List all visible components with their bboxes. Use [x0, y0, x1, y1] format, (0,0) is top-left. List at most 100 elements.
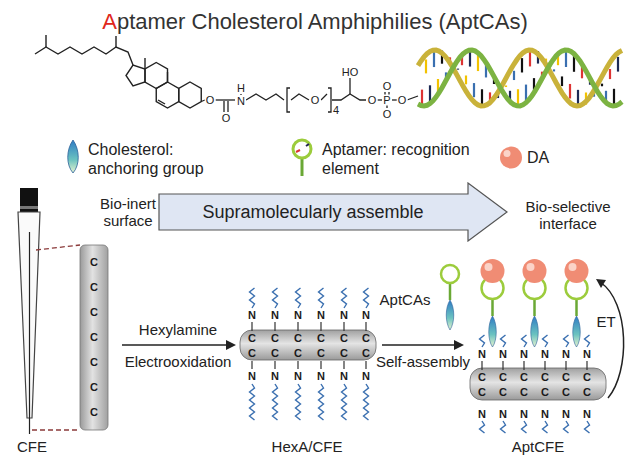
zoom-line	[32, 429, 80, 430]
bond	[377, 99, 382, 100]
bond	[349, 78, 350, 94]
methyl	[167, 72, 168, 82]
alkyl-chain	[543, 335, 548, 347]
atom-label: C	[90, 307, 98, 318]
cholesterol-anchor	[489, 316, 497, 347]
dna-strand	[418, 50, 622, 106]
structure-label: O	[367, 95, 378, 106]
aptamer-stem	[533, 300, 536, 316]
dopamine-sphere	[481, 259, 505, 283]
atom-label: C	[541, 387, 549, 398]
base-tick	[505, 85, 507, 87]
text-label: ET	[596, 313, 615, 330]
base-tick	[569, 84, 571, 99]
aptamer-stem	[491, 300, 494, 316]
structure-label: O	[397, 95, 408, 106]
alkyl-chain	[480, 335, 485, 347]
structure-label: 4	[332, 105, 340, 116]
linker-chain	[201, 78, 418, 112]
fiber-cylinder	[80, 245, 108, 430]
base-tick	[553, 69, 555, 71]
side-chain	[35, 47, 133, 65]
base-tick	[306, 144, 309, 146]
bond	[227, 101, 228, 112]
bond	[223, 101, 224, 112]
atom-label: N	[541, 409, 549, 420]
text-label: Electrooxidation	[125, 353, 232, 370]
electrode-band	[20, 206, 38, 209]
hexa-rod	[240, 330, 376, 360]
base-tick	[296, 150, 300, 152]
atom-label: C	[317, 348, 325, 359]
atom-label: C	[520, 387, 528, 398]
base-tick	[465, 75, 467, 84]
bond	[586, 361, 587, 370]
atom-label: N	[583, 409, 591, 420]
atom-label: N	[317, 310, 325, 321]
alkyl-chain	[564, 335, 569, 347]
legend-text: Cholesterol: anchoring group	[88, 140, 213, 178]
alkyl-chain	[296, 384, 301, 420]
bond	[291, 94, 309, 100]
alkyl-chain	[273, 384, 278, 420]
alkyl-chain	[319, 288, 324, 308]
structure-label: O	[310, 95, 321, 106]
cholesterol-anchor	[531, 316, 539, 347]
base-tick	[521, 58, 523, 72]
bond	[251, 361, 252, 369]
atom-label: N	[317, 371, 325, 382]
atom-label: N	[362, 371, 370, 382]
bond	[251, 322, 252, 331]
atom-label: N	[541, 349, 549, 360]
base-tick	[473, 83, 475, 97]
bond	[343, 322, 344, 331]
text-label: Bio-selective interface	[512, 198, 624, 233]
atom-label: C	[294, 333, 302, 344]
arrow-line	[122, 344, 228, 346]
alkyl-chain	[543, 421, 548, 433]
atom-label: C	[478, 387, 486, 398]
alkyl-chain	[480, 421, 485, 433]
hexylamine-chains	[250, 288, 590, 433]
atom-label: C	[340, 348, 348, 359]
base-tick	[617, 57, 619, 72]
atom-label: N	[478, 349, 486, 360]
atom-label: N	[499, 409, 507, 420]
atom-label: C	[499, 387, 507, 398]
alkyl-chain	[364, 288, 369, 308]
alkyl-chain	[585, 335, 590, 347]
atom-label: N	[294, 310, 302, 321]
dna-helix	[418, 50, 622, 106]
text-label: Self-assembly	[376, 353, 470, 370]
legend-text: Aptamer: recognition element	[322, 140, 487, 178]
sphere-highlight	[485, 263, 493, 271]
bond	[565, 361, 566, 370]
aptamer-stem	[449, 284, 452, 300]
atom-label: N	[478, 409, 486, 420]
structure-label: O	[382, 109, 393, 120]
cholesterol-structure	[35, 35, 201, 108]
bond	[274, 322, 275, 331]
cholesterol-icon	[68, 140, 79, 173]
atom-label: C	[248, 348, 256, 359]
alkyl-chain	[273, 288, 278, 308]
atom-label: C	[562, 387, 570, 398]
structure-label: O	[382, 81, 393, 92]
atom-label: C	[362, 348, 370, 359]
atom-label: C	[362, 333, 370, 344]
aptamer-stem	[575, 300, 578, 316]
bond	[481, 361, 482, 370]
arrow-text: Supramolecularly assemble	[158, 194, 468, 230]
atom-label: C	[541, 372, 549, 383]
dopamine-sphere	[523, 259, 547, 283]
atom-label: C	[90, 332, 98, 343]
zoom-line	[36, 245, 80, 250]
atom-label: C	[562, 372, 570, 383]
methyl	[115, 36, 116, 47]
atom-label: C	[90, 382, 98, 393]
atom-label: C	[583, 387, 591, 398]
base-tick	[433, 51, 435, 67]
atom-label: C	[271, 333, 279, 344]
text-label: HexA/CFE	[272, 438, 343, 455]
